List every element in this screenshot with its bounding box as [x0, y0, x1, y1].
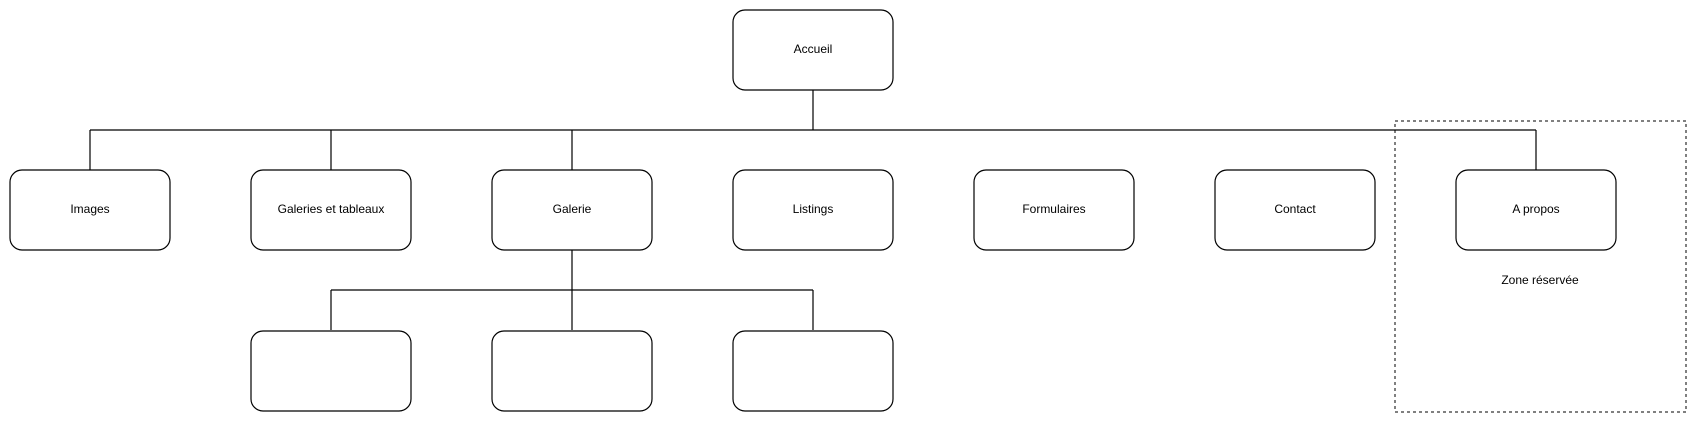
- node-galeries-et-tableaux-label: Galeries et tableaux: [278, 202, 385, 216]
- node-images: Images: [9, 169, 171, 251]
- node-a-propos: A propos: [1455, 169, 1617, 251]
- node-formulaires: Formulaires: [973, 169, 1135, 251]
- node-images-label: Images: [70, 202, 109, 216]
- node-galerie-subpage-2: [491, 330, 653, 412]
- node-listings: Listings: [732, 169, 894, 251]
- node-listings-label: Listings: [793, 202, 834, 216]
- node-galeries-et-tableaux: Galeries et tableaux: [250, 169, 412, 251]
- node-accueil: Accueil: [732, 9, 894, 91]
- node-galerie-label: Galerie: [553, 202, 592, 216]
- node-galerie: Galerie: [491, 169, 653, 251]
- reserved-zone-label: Zone réservée: [1501, 273, 1579, 287]
- node-a-propos-label: A propos: [1512, 202, 1559, 216]
- node-formulaires-label: Formulaires: [1022, 202, 1085, 216]
- node-contact-label: Contact: [1274, 202, 1316, 216]
- node-galerie-subpage-3: [732, 330, 894, 412]
- node-galerie-subpage-1: [250, 330, 412, 412]
- node-accueil-label: Accueil: [794, 42, 833, 56]
- node-contact: Contact: [1214, 169, 1376, 251]
- reserved-zone-frame: [1394, 120, 1687, 413]
